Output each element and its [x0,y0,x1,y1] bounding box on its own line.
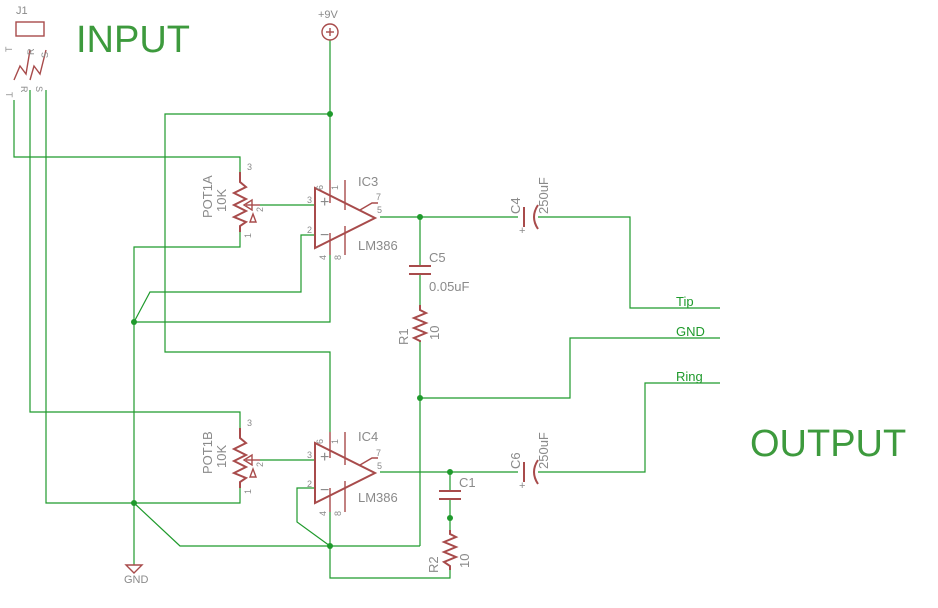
c4-capacitor: + C4 250uF [508,177,551,237]
pot1b-value: 10K [214,445,229,468]
ic3-pin7: 7 [376,192,381,202]
ic3-pin4: 4 [318,255,328,260]
j1-ref: J1 [16,5,28,17]
c6-ref: C6 [508,452,523,469]
ic3-pin5: 5 [377,205,382,215]
ic4-pin2: 2 [307,479,312,489]
ic4-minus: − [320,482,329,499]
r1-value: 10 [427,326,442,340]
r2-ref: R2 [426,556,441,573]
ic4-ref: IC4 [358,429,378,444]
ic3-amplifier: + − IC3 LM386 6 1 7 3 5 2 4 8 [307,174,398,260]
c6-capacitor: + C6 250uF [508,432,551,492]
power-symbol: +9V [318,9,339,41]
ic4-pin7: 7 [376,448,381,458]
c4-polarity: + [519,225,525,237]
c4-value: 250uF [536,177,551,214]
ic4-part: LM386 [358,490,398,505]
pot1a: POT1A 10K 3 2 1 [200,162,265,238]
ic3-pin1: 1 [330,185,340,190]
pot1a-pin3: 3 [247,162,252,172]
ic3-pin6: 6 [315,185,325,190]
ic4-pin6: 6 [315,439,325,444]
ic4-amplifier: + − IC4 LM386 6 1 7 3 5 2 4 8 [307,429,398,516]
output-gnd-label: GND [676,324,705,339]
c5-value: 0.05uF [429,279,470,294]
r1-resistor: R1 10 [396,305,442,345]
junction-dots [131,111,453,549]
ic3-minus: − [320,227,329,244]
ic4-pin4: 4 [318,511,328,516]
ic4-pin1: 1 [330,439,340,444]
r1-ref: R1 [396,328,411,345]
c6-polarity: + [519,480,525,492]
pot1b-pin2: 2 [255,462,265,467]
ic4-pin3: 3 [307,450,312,460]
ic4-pin8: 8 [333,511,343,516]
j1-pin-t-side: T [4,92,14,98]
r2-value: 10 [457,554,472,568]
ic3-pin3: 3 [307,195,312,205]
j1-pin-r-side: R [19,86,29,93]
ic3-pin2: 2 [307,225,312,235]
pot1a-ref: POT1A [200,175,215,218]
j1-pin-s-top: S [40,52,50,58]
pot1b-ref: POT1B [200,431,215,474]
ic4-pin5: 5 [377,461,382,471]
ground-symbol: GND [124,564,149,586]
ic3-ref: IC3 [358,174,378,189]
c5-capacitor: C5 0.05uF [409,250,470,294]
pot1a-pin2: 2 [255,207,265,212]
c1-ref: C1 [459,475,476,490]
power-label: +9V [318,9,339,21]
j1-pin-t-top: T [4,46,14,52]
j1-pin-s-side: S [34,86,44,92]
ground-label: GND [124,574,149,586]
c1-capacitor: C1 [439,475,476,500]
ic3-pin8: 8 [333,255,343,260]
pot1b: POT1B 10K 3 2 1 [200,418,265,494]
c4-ref: C4 [508,197,523,214]
c5-ref: C5 [429,250,446,265]
ic3-part: LM386 [358,238,398,253]
pot1b-pin1: 1 [243,489,253,494]
pot1a-value: 10K [214,189,229,212]
wires [13,40,720,579]
c6-value: 250uF [536,432,551,469]
j1-pin-r-top: R [26,48,36,55]
output-title: OUTPUT [750,423,906,465]
r2-resistor: R2 10 [426,530,472,573]
output-tip-label: Tip [676,294,694,309]
pot1b-pin3: 3 [247,418,252,428]
output-ring-label: Ring [676,369,703,384]
pot1a-pin1: 1 [243,233,253,238]
input-title: INPUT [76,19,190,61]
j1-connector: J1 T R S T R S [4,5,50,98]
ic3-plus: + [320,194,329,211]
ic4-plus: + [320,449,329,466]
